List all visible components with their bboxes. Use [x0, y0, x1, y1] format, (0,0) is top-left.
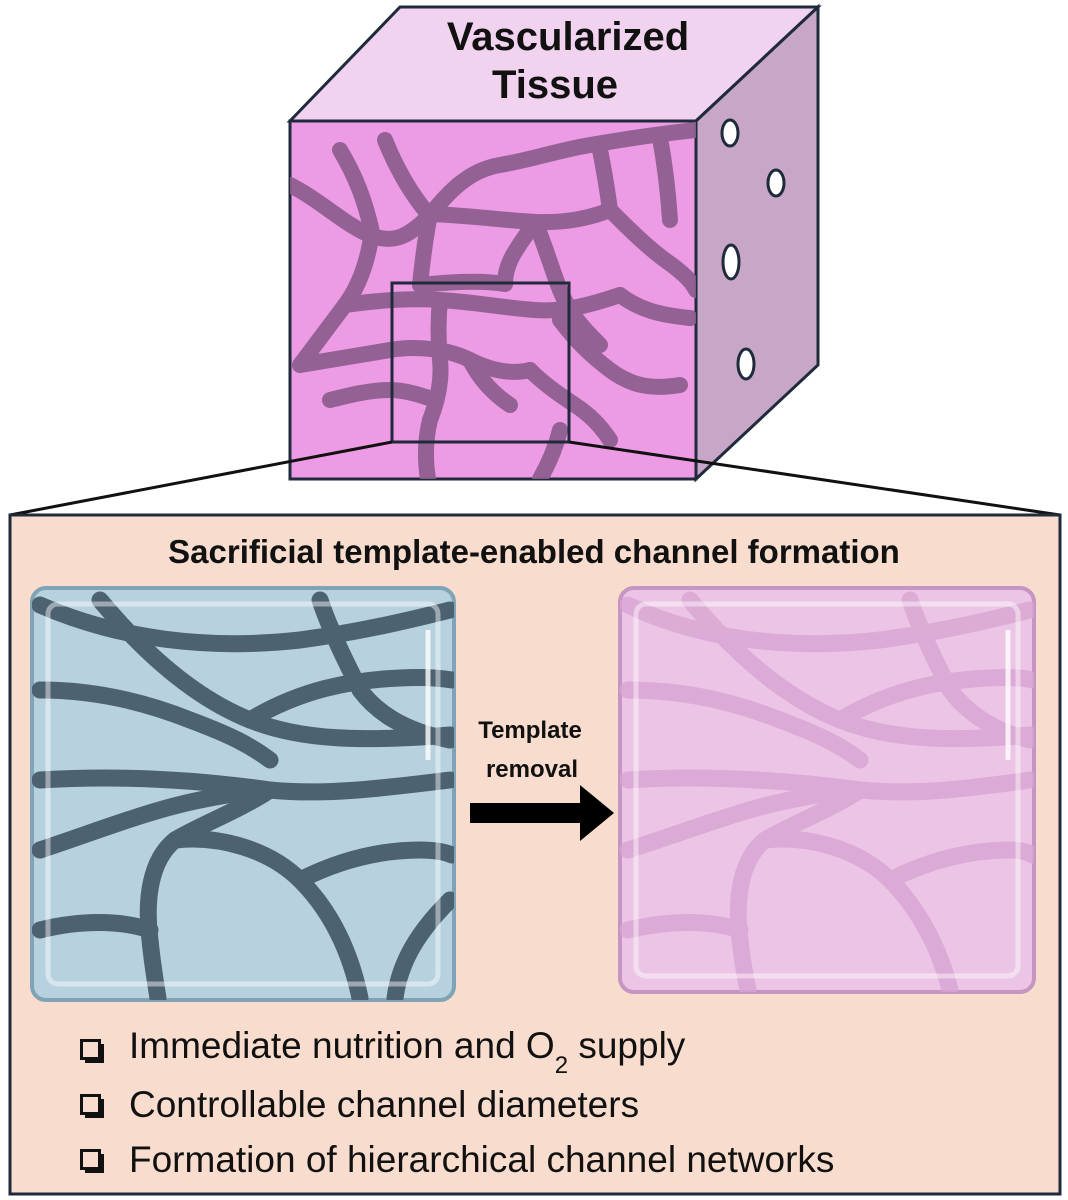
cube-title-line2: Tissue — [492, 63, 618, 107]
vessel-network — [290, 122, 696, 479]
list-item: Formation of hierarchical channel networ… — [80, 1132, 834, 1187]
channeled-gel — [618, 586, 1036, 994]
checkbox-icon — [80, 1094, 101, 1115]
side-hole — [766, 168, 786, 198]
list-item: Immediate nutrition and O2 supply — [80, 1022, 834, 1079]
zoom-line-right — [568, 440, 1061, 517]
checkbox-icon — [80, 1149, 101, 1170]
tissue-cube: Vascularized Tissue — [286, 3, 822, 483]
bullet-text: Controllable channel diameters — [129, 1083, 640, 1125]
side-hole — [720, 118, 740, 148]
bullet-text: Immediate nutrition and O2 supply — [129, 1025, 686, 1079]
zoom-region-box — [390, 281, 571, 444]
bullet-text: Formation of hierarchical channel networ… — [129, 1138, 835, 1180]
side-hole — [736, 347, 756, 381]
panel-title: Sacrificial template-enabled channel for… — [168, 533, 900, 570]
zoom-line-left — [9, 440, 393, 517]
process-arrow — [470, 785, 614, 841]
arrow-label-line2: removal — [486, 756, 578, 783]
feature-list: Immediate nutrition and O2 supply Contro… — [80, 1022, 834, 1187]
template-gel — [30, 586, 456, 1002]
list-item: Controllable channel diameters — [80, 1077, 834, 1132]
checkbox-icon — [80, 1039, 101, 1060]
arrow-label-line1: Template — [478, 717, 582, 744]
cube-title-line1: Vascularized — [447, 15, 689, 59]
side-hole — [721, 243, 741, 281]
